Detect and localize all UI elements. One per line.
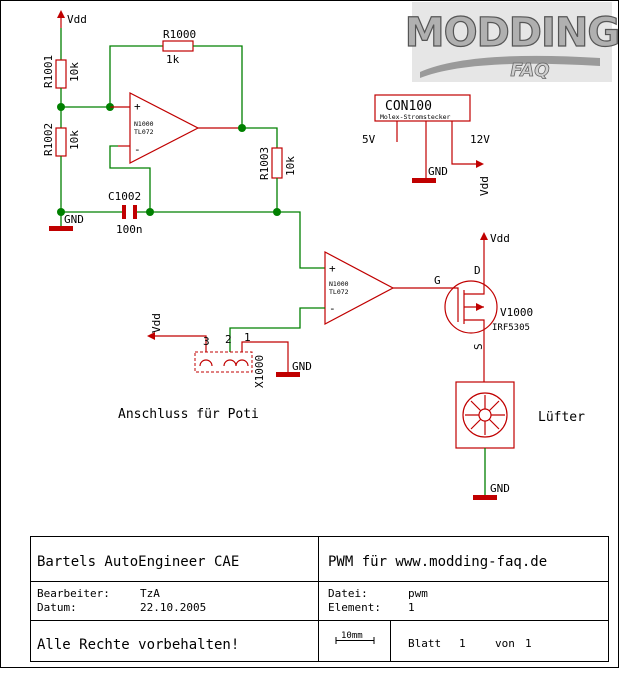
gnd-symbol-left	[49, 226, 73, 231]
title-block	[30, 536, 609, 662]
wire-r1000-left	[109, 45, 163, 107]
junction-dot	[146, 208, 154, 216]
c1002-value: 100n	[116, 223, 143, 236]
junction-dot	[57, 103, 65, 111]
svg-text:TL072: TL072	[329, 288, 349, 296]
fan-icon	[455, 381, 515, 449]
mosfet-ref: V1000	[500, 306, 533, 319]
tb-editor: TzA	[140, 587, 160, 600]
fan-label: Lüfter	[538, 410, 585, 425]
poti-gnd-label: GND	[292, 360, 312, 373]
r1002-ref: R1002	[42, 123, 55, 156]
con100-vdd-label: Vdd	[478, 176, 491, 196]
tb-date: 22.10.2005	[140, 601, 206, 614]
vdd-arrow-icon	[480, 232, 488, 240]
svg-text:+: +	[134, 100, 141, 113]
tb-scale: 10mm	[341, 631, 363, 641]
vdd-arrow-icon	[57, 10, 65, 18]
tb-rights: Alle Rechte vorbehalten!	[37, 637, 239, 653]
resistor-r1001	[55, 59, 67, 89]
wire-poti-wiper	[229, 307, 325, 352]
tb-file: pwm	[408, 587, 428, 600]
mosfet-s-label: S	[472, 343, 485, 350]
logo-text-sub: FAQ	[510, 60, 549, 81]
tb-element-label: Element:	[328, 601, 381, 614]
x1000-pin2: 2	[225, 333, 232, 346]
modding-faq-logo: MODDING FAQ	[404, 2, 619, 82]
tb-date-label: Datum:	[37, 601, 77, 614]
svg-text:-: -	[329, 302, 336, 315]
tb-of-label: von	[495, 637, 515, 650]
svg-text:N1000: N1000	[134, 120, 154, 128]
mosfet-type: IRF5305	[492, 323, 530, 333]
x1000-pin1: 1	[244, 331, 251, 344]
vdd-label-top: Vdd	[67, 13, 87, 26]
logo-text-main: MODDING	[405, 10, 619, 56]
resistor-r1002	[55, 127, 67, 157]
resistor-r1000	[162, 40, 194, 52]
tb-file-label: Datei:	[328, 587, 368, 600]
connector-x1000	[194, 351, 253, 373]
tb-company: Bartels AutoEngineer CAE	[37, 554, 239, 570]
tb-sheet-label: Blatt	[408, 637, 441, 650]
wire-opamp1-r1003	[242, 127, 278, 148]
r1001-value: 10k	[68, 62, 81, 82]
mosfet-vdd-label: Vdd	[490, 232, 510, 245]
gnd-label-left: GND	[64, 213, 84, 226]
vdd-arrow-icon	[476, 160, 484, 168]
resistor-r1003	[271, 147, 283, 179]
svg-text:CON100: CON100	[385, 99, 432, 114]
mosfet-v1000	[444, 280, 498, 336]
vdd-arrow-icon	[147, 332, 155, 340]
svg-text:Molex-Stromstecker: Molex-Stromstecker	[380, 113, 451, 121]
tb-sheet: 1	[459, 637, 466, 650]
connector-con100: CON100 Molex-Stromstecker	[374, 94, 471, 122]
opamp-n1000-b: + - N1000 TL072	[324, 251, 395, 325]
con100-pin-12v	[451, 121, 478, 165]
poti-vdd-label: Vdd	[150, 313, 163, 333]
wire-c1002-opamp2	[137, 211, 325, 269]
poti-caption: Anschluss für Poti	[118, 407, 259, 422]
mosfet-g-label: G	[434, 274, 441, 287]
label-5v: 5V	[362, 133, 376, 146]
r1000-ref: R1000	[163, 28, 196, 41]
opamp-n1000-a: + - N1000 TL072	[110, 92, 242, 164]
r1003-value: 10k	[284, 156, 297, 176]
svg-text:N1000: N1000	[329, 280, 349, 288]
svg-text:TL072: TL072	[134, 128, 154, 136]
r1003-ref: R1003	[258, 147, 271, 180]
svg-text:-: -	[134, 143, 141, 156]
r1002-value: 10k	[68, 130, 81, 150]
con100-gnd-label: GND	[428, 165, 448, 178]
wire-opamp1-minus	[109, 145, 151, 212]
wire-poti-vdd	[150, 335, 207, 352]
wire-r1000-right	[193, 45, 243, 128]
tb-element: 1	[408, 601, 415, 614]
wire-poti-gnd	[241, 341, 289, 372]
r1001-ref: R1001	[42, 55, 55, 88]
tb-title: PWM für www.modding-faq.de	[328, 554, 547, 570]
c1002-ref: C1002	[108, 190, 141, 203]
gnd-symbol-poti	[276, 372, 300, 377]
junction-dot	[273, 208, 281, 216]
gnd-symbol-fan	[473, 495, 497, 500]
r1000-value: 1k	[166, 53, 180, 66]
label-12v: 12V	[470, 133, 490, 146]
fan-gnd-label: GND	[490, 482, 510, 495]
mosfet-d-label: D	[474, 264, 481, 277]
capacitor-c1002	[122, 205, 137, 219]
x1000-ref: X1000	[253, 355, 266, 388]
tb-of: 1	[525, 637, 532, 650]
svg-text:+: +	[329, 262, 336, 275]
x1000-pin3: 3	[203, 335, 210, 348]
gnd-symbol-con100	[412, 178, 436, 183]
tb-editor-label: Bearbeiter:	[37, 587, 110, 600]
